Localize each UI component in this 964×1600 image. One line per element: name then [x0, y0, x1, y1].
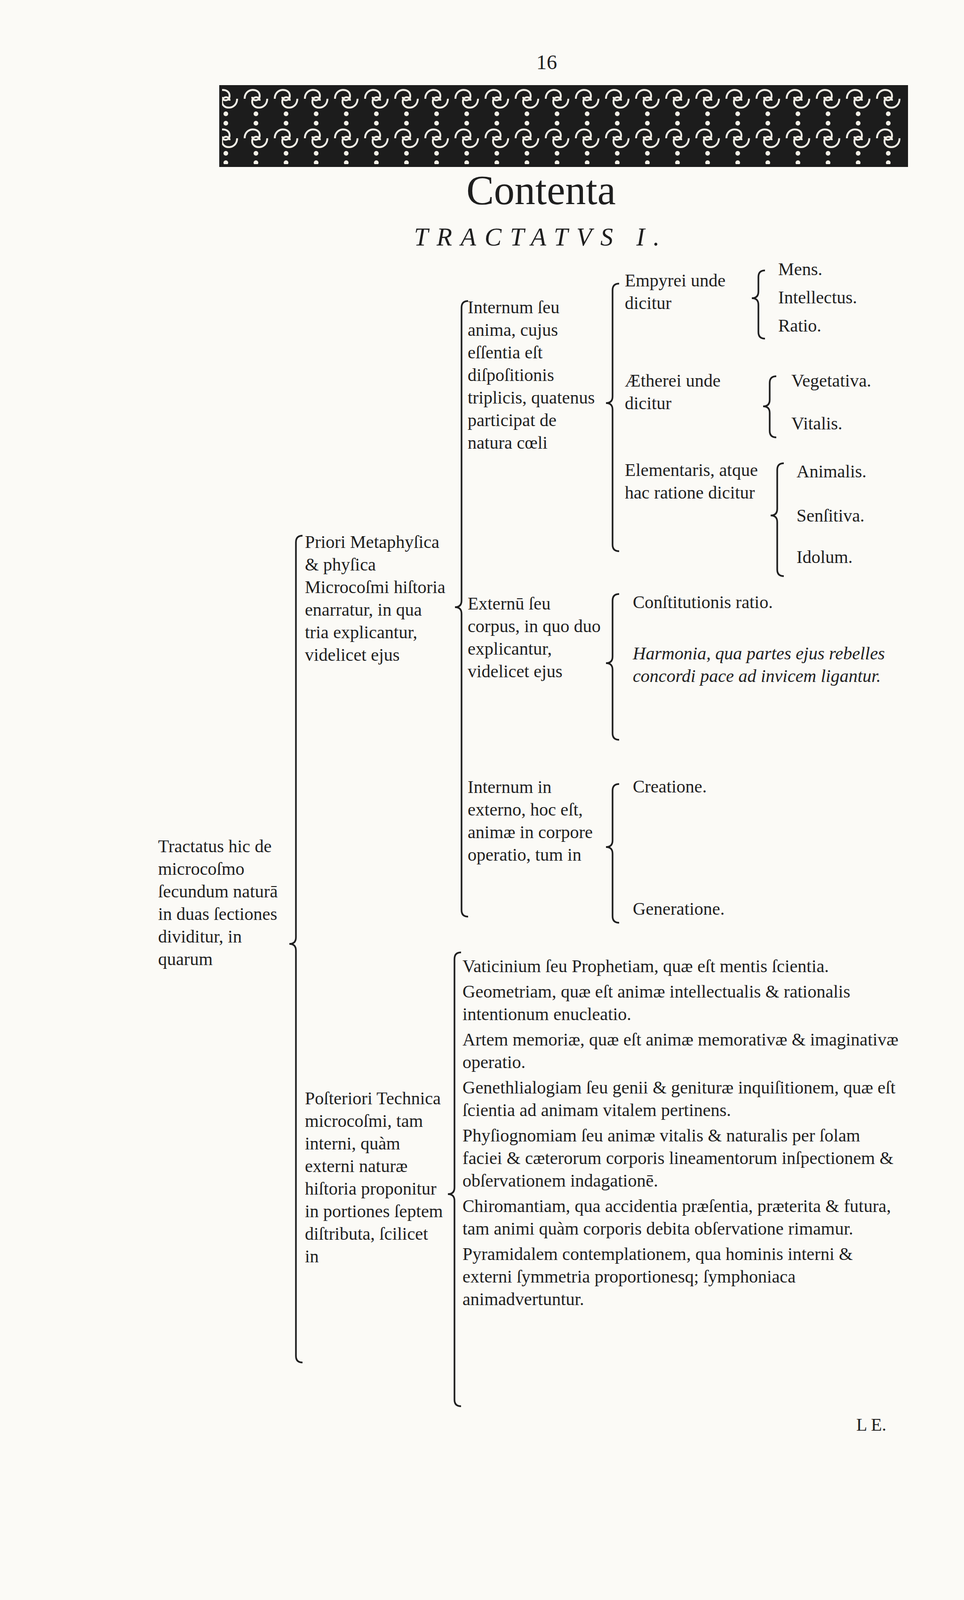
outline-entry: Intellectus. [778, 286, 920, 309]
curly-brace [605, 784, 620, 924]
headpiece-ornament [220, 86, 907, 166]
outline-entry: Generatione. [632, 897, 821, 921]
outline-entry: Externū ſeu corpus, in quo duo explicant… [467, 592, 602, 683]
outline-entry: Priori Metaphyſica & phyſica Microcoſmi … [304, 530, 450, 667]
outline-entry: Creatione. [632, 775, 821, 798]
outline-entry: Tractatus hic de microcoſmo ſecundum nat… [158, 835, 280, 971]
curly-brace [289, 535, 303, 1363]
outline-entry: Genethlialogiam ſeu genii & genituræ inq… [462, 1076, 903, 1122]
outline-entry: Artem memoriæ, quæ eſt animæ memorativæ … [462, 1028, 903, 1074]
outline-entry: Vitalis. [791, 412, 914, 435]
outline-entry: Mens. [778, 257, 901, 281]
curly-brace [447, 952, 462, 1407]
outline-entry: Internum in externo, hoc eſt, animæ in c… [467, 775, 602, 867]
outline-entry: Ætherei unde dicitur [624, 369, 757, 415]
outline-entry: Phyſiognomiam ſeu animæ vitalis & natura… [462, 1124, 903, 1193]
outline-entry: Vegetativa. [791, 369, 933, 392]
outline-entry: Chiromantiam, qua accidentia præſentia, … [462, 1195, 903, 1241]
outline-entry: Internum ſeu anima, cujus eſſentia eſt d… [467, 295, 602, 455]
outline-entry: Vaticinium ſeu Prophetiam, quæ eſt menti… [462, 955, 903, 978]
page-title: Contenta [329, 167, 753, 215]
curly-brace [605, 283, 620, 552]
outline-entry: Animalis. [796, 460, 938, 483]
outline-entry: Pyramidalem contemplationem, qua hominis… [462, 1242, 903, 1311]
outline-entry: Harmonia, qua partes ejus rebelles conco… [632, 642, 901, 688]
curly-brace [605, 594, 620, 741]
curly-brace [751, 270, 765, 339]
outline-entry: Elementaris, atque hac ratione dicitur [624, 458, 766, 504]
outline-entry: Conſtitutionis ratio. [632, 590, 897, 614]
curly-brace [770, 463, 784, 577]
page-number: 16 [536, 50, 574, 75]
outline-entry: Poſteriori Technica microcoſmi, tam inte… [304, 1087, 447, 1268]
catchword: L E. [856, 1413, 913, 1437]
outline-entry: Ratio. [778, 314, 901, 337]
outline-entry: Empyrei unde dicitur [624, 269, 752, 315]
curly-brace [763, 376, 777, 438]
outline-entry: Senſitiva. [796, 504, 938, 527]
curly-brace [454, 301, 469, 917]
treatise-heading: TRACTATVS I. [305, 222, 777, 253]
outline-entry: Geometriam, quæ eſt animæ intellectualis… [462, 980, 903, 1026]
outline-entry: Idolum. [796, 545, 919, 569]
